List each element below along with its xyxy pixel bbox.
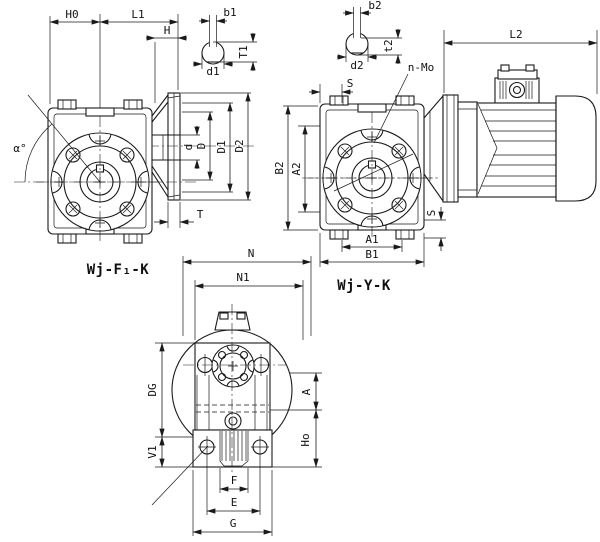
electric-motor [423,64,597,203]
dim-label-d1: d1 [206,65,219,78]
view-title-flange-version: Wj-F₁-K [87,262,150,278]
dim-label-dg: DG [146,383,159,396]
dim-label-n-mo: n-Mo [408,61,435,74]
dim-label-v1: V1 [146,445,159,458]
dim-label-h: H [164,24,171,37]
dim-label-b2: b2 [368,0,381,12]
dim-label-l1: L1 [131,8,144,21]
output-flange-side-section [148,92,257,201]
dim-label-l2: L2 [509,28,522,41]
dim-label-n1: N1 [236,271,249,284]
dim-label-n: N [248,247,255,260]
dim-label-d: d [182,144,195,151]
housing-top-cap [214,311,251,331]
dim-label-d2: d2 [350,59,363,72]
dim-label-h0: H0 [65,8,78,21]
view-title-motor-version: Wj-Y-K [337,278,391,294]
dim-S-top: S [309,77,353,103]
plug [224,412,242,430]
dim-label-g: G [230,517,237,530]
shaft-section-motor: b2 d2 t2 [337,0,402,72]
dim-label-T: T [197,208,204,221]
motor-fins-body [476,102,557,198]
motor-version-view: S n-Mo B2 A2 A1 B1 [273,61,599,294]
shaft-section-output: b1 d1 T1 [193,6,257,78]
dim-label-b1: b1 [223,6,236,19]
dim-label-a1: A1 [365,233,378,246]
dims-right-horizontal: A1 B1 [319,233,425,267]
dim-label-f: F [231,474,238,487]
dim-label-e: E [231,496,238,509]
dim-label-alpha: α° [13,142,26,155]
leader-line [151,445,209,506]
dim-label-t2: t2 [382,39,395,52]
dim-label-b2-body: B2 [273,161,286,174]
bottom-view: N N1 [146,247,322,536]
input-flange-face [211,344,255,388]
flange-version-view: α° d D D1 D2 T [13,92,257,278]
dim-label-D2: D2 [233,139,246,152]
callout-n-mo: n-Mo [373,61,435,144]
dim-label-ho: Ho [299,433,312,446]
dims-flange-diameters: d D D1 D2 [180,92,251,201]
dim-label-a2: A2 [290,162,303,175]
dims-right-vertical: B2 A2 [273,105,320,231]
dim-label-s-top: S [347,77,354,90]
dim-T: T [154,202,204,228]
dim-label-a: A [300,388,313,395]
motor-end-cap [555,95,597,202]
dim-label-s-side: S [425,210,438,217]
dim-label-b1-body: B1 [365,248,378,261]
dim-alpha: α° [13,94,101,183]
cable-gland [508,81,526,99]
dims-top-left: H0 L1 H [49,8,187,110]
dim-S-side: S [424,207,446,251]
dim-label-D1: D1 [215,140,228,153]
dim-l2: L2 [443,28,598,94]
dim-label-t1: T1 [237,45,250,58]
dim-label-D: D [195,143,208,150]
